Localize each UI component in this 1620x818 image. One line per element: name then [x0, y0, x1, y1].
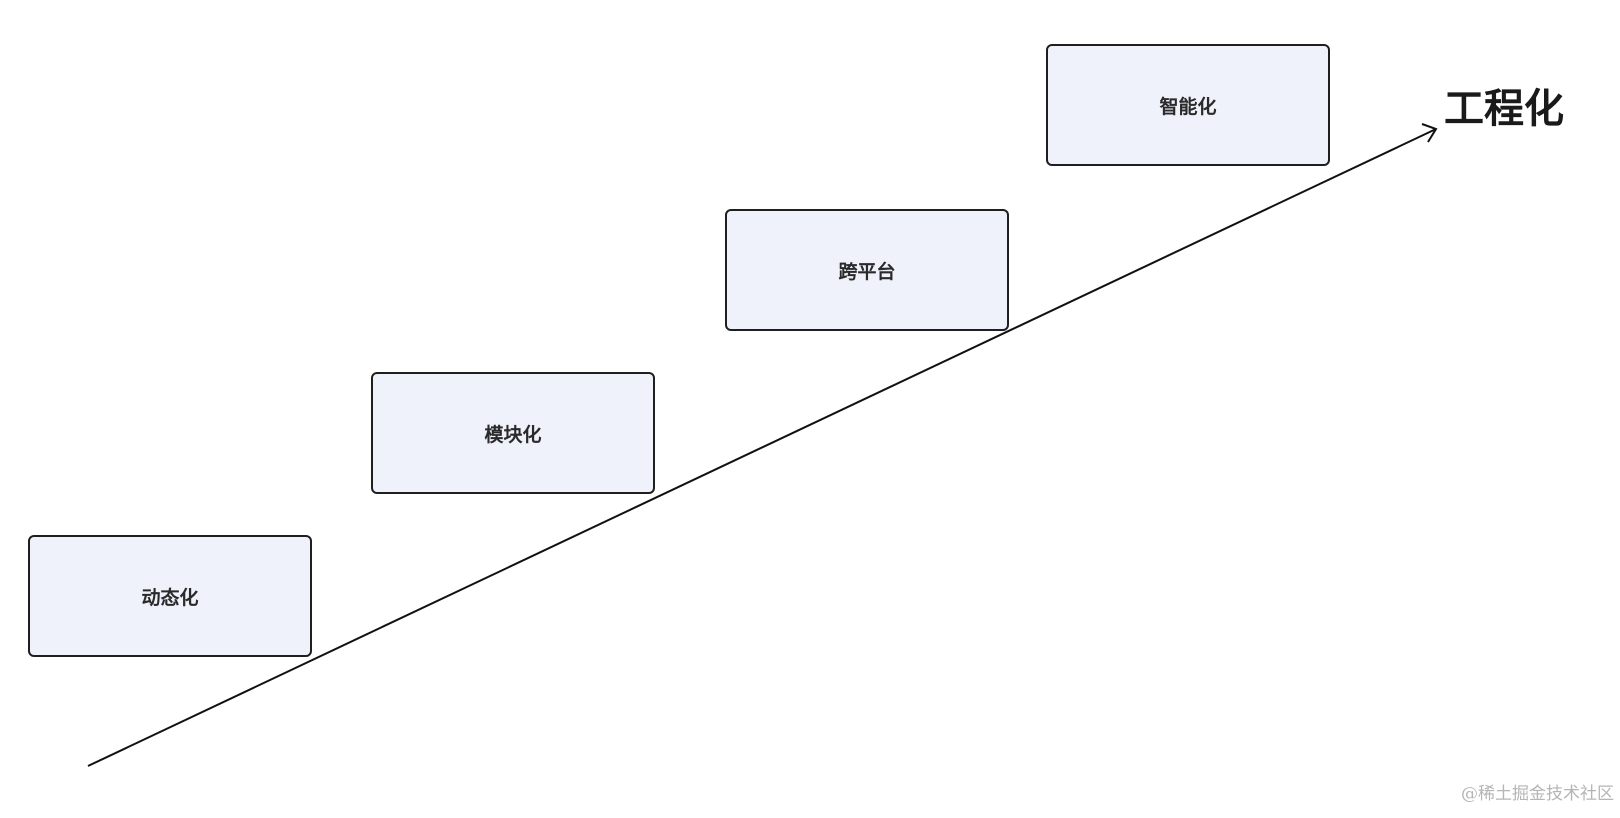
goal-title: 工程化 — [1444, 86, 1564, 132]
watermark: @稀土掘金技术社区 — [1461, 784, 1614, 804]
stage-box-modular: 模块化 — [371, 372, 655, 494]
progress-arrow-head — [1421, 123, 1438, 143]
stage-box-dynamic: 动态化 — [28, 535, 312, 657]
stage-label: 跨平台 — [838, 260, 896, 283]
stage-label: 模块化 — [484, 423, 542, 446]
stage-label: 智能化 — [1159, 95, 1217, 118]
stage-box-cross-platform: 跨平台 — [725, 209, 1009, 331]
stage-label: 动态化 — [141, 586, 199, 609]
stage-box-intelligent: 智能化 — [1046, 44, 1330, 166]
